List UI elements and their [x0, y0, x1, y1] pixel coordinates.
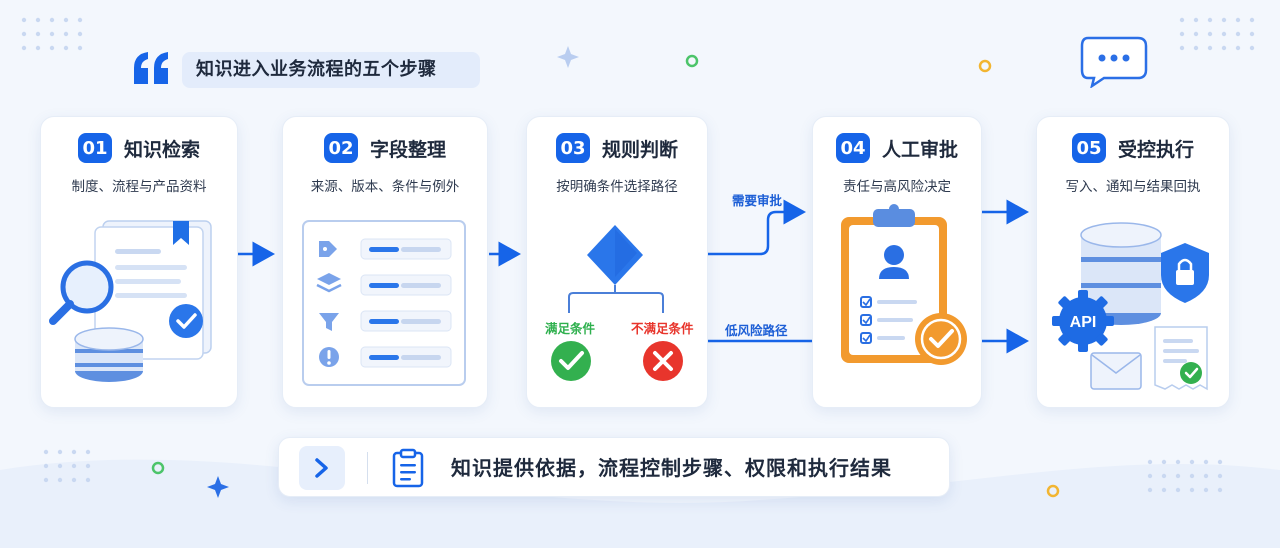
- condition-met-label: 满足条件: [545, 321, 596, 336]
- divider: [367, 452, 368, 484]
- step-subtitle: 制度、流程与产品资料: [71, 179, 207, 195]
- step-subtitle: 责任与高风险决定: [843, 179, 951, 195]
- step-card-2: 02 字段整理 来源、版本、条件与例外: [282, 116, 488, 408]
- step-title: 知识检索: [123, 138, 200, 161]
- step-title: 字段整理: [369, 138, 446, 161]
- page-title: 知识进入业务流程的五个步骤: [182, 52, 480, 88]
- approval-clipboard-icon: [841, 204, 967, 365]
- step-subtitle: 写入、通知与结果回执: [1065, 179, 1201, 195]
- clipboard-icon: [392, 448, 424, 488]
- step-card-4: 04 人工审批 责任与高风险决定: [812, 116, 982, 408]
- step-title: 规则判断: [601, 138, 678, 161]
- summary-bar: 知识提供依据，流程控制步骤、权限和执行结果: [278, 437, 950, 497]
- execution-api-icon: API: [1052, 222, 1209, 391]
- svg-text:API: API: [1070, 314, 1097, 331]
- chat-bubble-icon: [1080, 36, 1148, 88]
- chevron-right-icon[interactable]: [299, 446, 345, 490]
- decision-flow-icon: [551, 225, 683, 381]
- document-search-database-icon: [49, 220, 212, 382]
- step-card-3: 03 规则判断 按明确条件选择路径 满足条件 不满足条件: [526, 116, 708, 408]
- step-number: 01: [77, 133, 112, 163]
- field-list-icon: [302, 220, 466, 386]
- low-risk-path-label: 低风险路径: [725, 323, 788, 338]
- step-number: 03: [555, 133, 590, 163]
- step-card-5: 05 受控执行 写入、通知与结果回执 API: [1036, 116, 1230, 408]
- step-number: 04: [835, 133, 870, 163]
- step-card-1: 01 知识检索 制度、流程与产品资料: [40, 116, 238, 408]
- step-subtitle: 按明确条件选择路径: [556, 179, 678, 195]
- condition-unmet-label: 不满足条件: [631, 321, 694, 336]
- step-number: 05: [1071, 133, 1106, 163]
- summary-text: 知识提供依据，流程控制步骤、权限和执行结果: [451, 456, 892, 480]
- approval-path-label: 需要审批: [732, 193, 783, 208]
- quote-mark-icon: [134, 52, 168, 84]
- step-subtitle: 来源、版本、条件与例外: [310, 179, 460, 195]
- step-title: 人工审批: [881, 138, 958, 161]
- step-title: 受控执行: [1117, 138, 1194, 161]
- step-number: 02: [323, 133, 358, 163]
